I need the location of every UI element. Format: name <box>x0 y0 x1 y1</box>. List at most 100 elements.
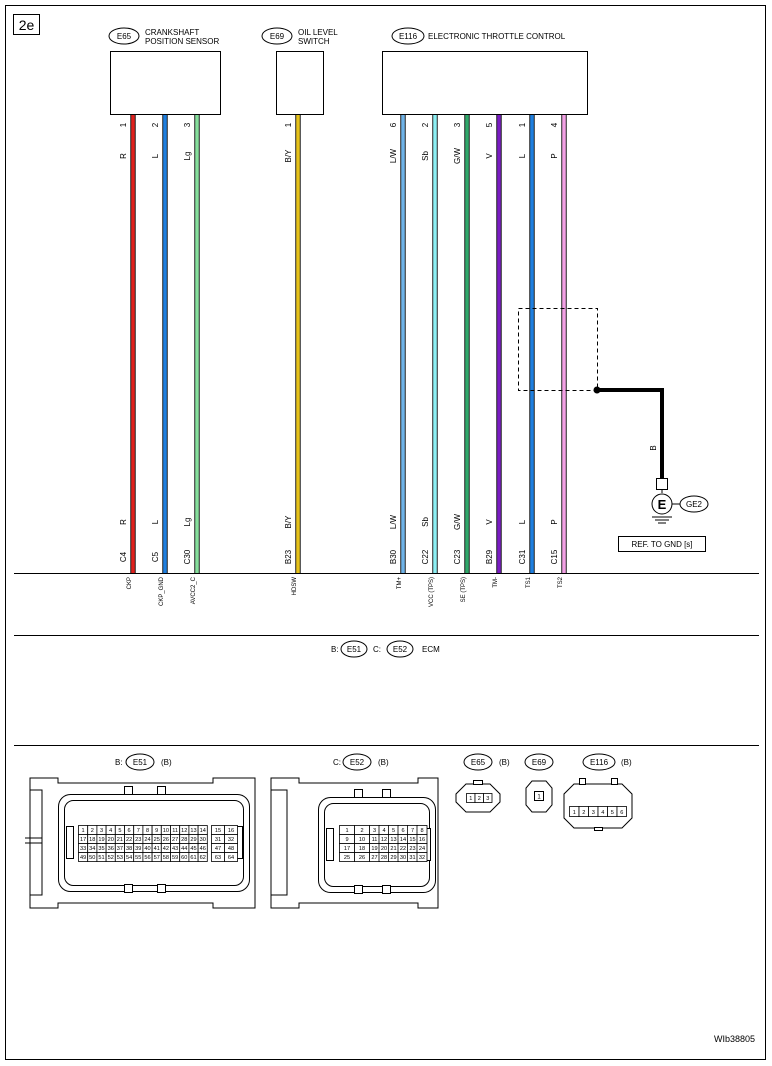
section-tag-box <box>13 14 40 35</box>
ecm-pin: C30 <box>183 549 192 564</box>
ground-wire-color: B <box>649 445 658 450</box>
wire-color-label: G/W <box>453 148 462 164</box>
component-e65[interactable]: E65 CRANKSHAFT POSITION SENSOR <box>108 27 221 115</box>
pin-number: 29 <box>190 837 196 843</box>
connector-shell-inner <box>64 800 244 886</box>
connector-color: (B) <box>378 758 389 767</box>
pin-number: 33 <box>80 846 86 852</box>
connector-badge-e69 <box>261 27 293 45</box>
wire-color-label: V <box>485 153 494 159</box>
component-pin: 3 <box>183 122 192 127</box>
pin-number: 13 <box>190 828 196 834</box>
pin-number: 2 <box>360 828 363 834</box>
ground-code: GE2 <box>686 500 703 509</box>
wire-color-label: Lg <box>183 152 192 161</box>
pin-number: 10 <box>163 828 169 834</box>
component-pin: 6 <box>389 122 398 127</box>
pin-number: 1 <box>345 828 348 834</box>
pin-number: 61 <box>190 855 196 861</box>
connector-code: E52 <box>350 758 365 767</box>
component-pin: 3 <box>453 122 462 127</box>
pin-number: 3 <box>100 828 103 834</box>
pin-number: 4 <box>382 828 385 834</box>
component-box-e65 <box>110 51 221 115</box>
ground-reference[interactable]: REF. TO GND [s] <box>631 540 692 549</box>
component-pin: 1 <box>284 122 293 127</box>
component-e116[interactable]: E116 ELECTRONIC THROTTLE CONTROL <box>382 27 588 115</box>
pin-number: 20 <box>108 837 114 843</box>
wire-color-label: Sb <box>421 517 430 527</box>
pin-number: 62 <box>200 855 206 861</box>
connector-view-e69[interactable]: E69 1 <box>524 753 554 813</box>
pin-number: 17 <box>80 837 86 843</box>
pin-number: 21 <box>390 846 396 852</box>
ecm-pin: C4 <box>119 551 128 562</box>
connector-badge <box>463 753 493 771</box>
pin-number: 24 <box>419 846 425 852</box>
connector-key <box>594 827 603 831</box>
connector-key <box>473 780 483 785</box>
wire-color-label: B/Y <box>284 149 293 163</box>
ecm-prefix-b: B: <box>331 645 339 654</box>
pin-number: 23 <box>135 837 141 843</box>
pin-number: 15 <box>215 828 221 834</box>
connector-housing-step <box>271 789 288 896</box>
pin-number: 26 <box>359 855 365 861</box>
pin-number: 2 <box>478 796 481 802</box>
component-box-e116 <box>382 51 588 115</box>
connector-color: (B) <box>621 758 632 767</box>
pin-number: 22 <box>400 846 406 852</box>
wire-color-label: B/Y <box>284 515 293 529</box>
pin-number: 22 <box>126 837 132 843</box>
pin-number: 10 <box>359 837 365 843</box>
pin-number: 41 <box>154 846 160 852</box>
pin-number: 59 <box>172 855 178 861</box>
ground-symbol: E <box>658 497 667 512</box>
pin-number: 5 <box>392 828 395 834</box>
pin-number: 44 <box>181 846 187 852</box>
signal-name: CKP_GND <box>159 576 165 606</box>
shield-box <box>518 308 598 391</box>
pin-number: 12 <box>181 828 187 834</box>
ecm-pin: B23 <box>284 549 293 564</box>
ecm-pin: C22 <box>421 549 430 564</box>
component-pin: 4 <box>550 122 559 127</box>
connector-code: E65 <box>471 758 486 767</box>
component-pin: 2 <box>151 122 160 127</box>
pin-number: 56 <box>144 855 150 861</box>
connector-prefix: C: <box>333 758 341 767</box>
ecm-pin: B30 <box>389 549 398 564</box>
connector-badge <box>582 753 616 771</box>
pin-number: 2 <box>91 828 94 834</box>
pin-number: 14 <box>200 828 206 834</box>
pin-number: 12 <box>381 837 387 843</box>
pin-number: 29 <box>390 855 396 861</box>
pin-number: 1 <box>537 795 541 801</box>
ecm-badge-b <box>340 640 368 658</box>
pin-number: 11 <box>172 828 178 834</box>
component-name: SWITCH <box>298 37 330 46</box>
connector-badge <box>125 753 155 771</box>
signal-name: TM+ <box>397 577 403 590</box>
pin-number: 32 <box>228 837 234 843</box>
pin-number: 31 <box>215 837 221 843</box>
wire-color-label: L <box>518 519 527 524</box>
pin-cell <box>197 852 208 862</box>
component-e69[interactable]: E69 OIL LEVEL SWITCH <box>261 27 338 115</box>
